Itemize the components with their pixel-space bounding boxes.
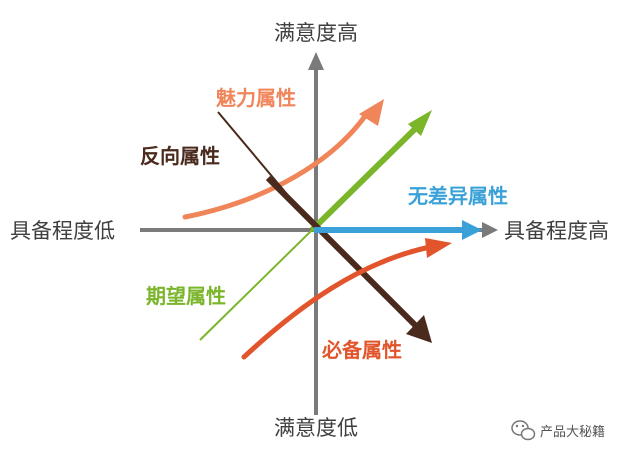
- expected-line-arrowhead: [408, 110, 432, 136]
- expected-line-thick: [309, 123, 421, 233]
- must-be-attribute-curve: [241, 238, 452, 360]
- charm-attribute-curve: [182, 99, 384, 220]
- y-axis-arrowhead: [308, 52, 324, 70]
- watermark-text: 产品大秘籍: [540, 424, 605, 440]
- y-axis-top-label: 满意度高: [274, 21, 358, 45]
- x-axis-right-label: 具备程度高: [504, 219, 609, 243]
- indifferent-attribute-line: [314, 220, 482, 240]
- charm-curve-arrowhead: [359, 99, 384, 126]
- must-be-diagonal-arrowhead: [406, 315, 432, 343]
- must-be-diagonal-line: [265, 175, 423, 333]
- axes: [140, 52, 498, 415]
- wechat-icon: [511, 420, 536, 441]
- x-axis-arrowhead: [482, 222, 498, 238]
- expected-attribute-line: [199, 110, 432, 341]
- must-be-curve-arrowhead: [425, 238, 452, 258]
- must-be-diagonal: [265, 175, 432, 343]
- indifferent-line-arrowhead: [462, 220, 482, 240]
- charm-curve-line: [182, 109, 371, 220]
- reverse-attribute-label: 反向属性: [140, 144, 220, 168]
- y-axis-bottom-label: 满意度低: [274, 416, 358, 440]
- expected-attribute-label: 期望属性: [146, 284, 226, 308]
- charm-attribute-label: 魅力属性: [216, 86, 296, 110]
- must-be-attribute-label: 必备属性: [321, 338, 402, 362]
- x-axis-left-label: 具备程度低: [10, 219, 115, 243]
- watermark: 产品大秘籍: [511, 420, 605, 441]
- must-be-curve-line: [241, 244, 433, 360]
- indifferent-attribute-label: 无差异属性: [408, 184, 508, 208]
